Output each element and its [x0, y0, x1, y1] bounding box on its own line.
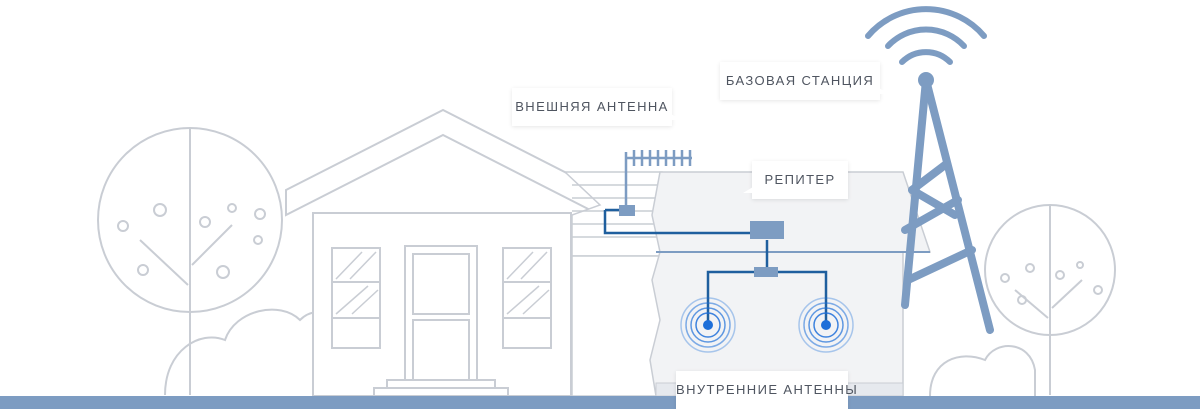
- tree-left: [97, 127, 283, 395]
- house: [285, 108, 601, 397]
- cutaway-room: [649, 171, 932, 397]
- label-external-antenna: ВНЕШНЯЯ АНТЕННА: [512, 88, 681, 126]
- repeater-box: [750, 221, 784, 239]
- internal-antenna-left: [680, 297, 736, 353]
- label-repeater: РЕПИТЕР: [743, 161, 848, 199]
- window-hatching: [335, 251, 550, 315]
- tree-right: [984, 204, 1116, 395]
- ground-line: [0, 396, 1200, 409]
- splitter: [754, 267, 778, 277]
- internal-antenna-right: [798, 297, 854, 353]
- tower-signal-waves: [865, 6, 987, 65]
- bush-right: [929, 345, 1036, 397]
- base-station-tower: [901, 72, 994, 334]
- label-base-station: БАЗОВАЯ СТАНЦИЯ: [720, 62, 889, 100]
- label-internal-antennas: ВНУТРЕННИЕ АНТЕННЫ: [676, 371, 857, 409]
- external-antenna: [619, 150, 692, 216]
